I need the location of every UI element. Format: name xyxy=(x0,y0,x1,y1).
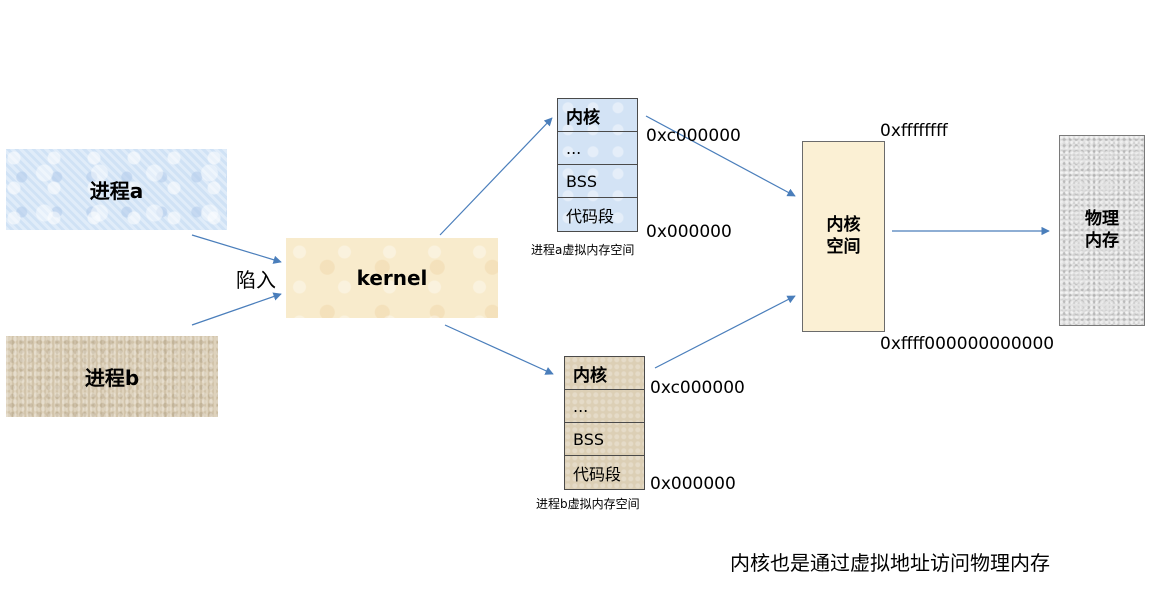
arrow-proc-a-to-kernel xyxy=(191,234,282,264)
vmem-a-addr-top: 0xc000000 xyxy=(646,126,741,146)
vmem-a-cell-ellipsis: ... xyxy=(558,132,637,165)
vmem-a-cell-bss: BSS xyxy=(558,165,637,198)
arrow-kernel-to-vmem-b xyxy=(444,324,554,375)
trap-label: 陷入 xyxy=(236,268,276,292)
vmem-a-addr-bottom: 0x000000 xyxy=(646,222,732,242)
process-a-box: 进程a xyxy=(6,149,227,230)
vmem-b-cell-bss: BSS xyxy=(565,423,644,456)
process-a-label: 进程a xyxy=(89,179,144,203)
process-b-box: 进程b xyxy=(6,336,218,417)
vmem-a-stack: 内核 ... BSS 代码段 xyxy=(557,98,638,232)
kernel-space-box: 内核 空间 xyxy=(802,141,885,332)
kernel-label: kernel xyxy=(356,266,428,290)
arrow-vmem-b-to-kernel-space xyxy=(654,295,796,369)
arrow-vmem-a-to-kernel-space xyxy=(645,115,796,197)
vmem-a-caption: 进程a虚拟内存空间 xyxy=(531,243,635,257)
arrow-proc-b-to-kernel xyxy=(191,292,282,326)
vmem-b-cell-code: 代码段 xyxy=(573,464,622,484)
vmem-b-cell-ellipsis: ... xyxy=(565,390,644,423)
kernel-space-label-line1: 内核 xyxy=(826,215,861,236)
kernel-space-addr-top: 0xffffffff xyxy=(880,121,948,141)
vmem-b-caption: 进程b虚拟内存空间 xyxy=(536,497,640,511)
physical-memory-label-line1: 物理 xyxy=(1085,209,1119,230)
arrow-kernel-to-vmem-a xyxy=(439,117,553,236)
kernel-space-label-line2: 空间 xyxy=(826,236,861,257)
vmem-b-addr-top: 0xc000000 xyxy=(650,378,745,398)
kernel-box: kernel xyxy=(286,238,498,318)
physical-memory-label-line2: 内存 xyxy=(1085,230,1119,251)
vmem-b-stack: 内核 ... BSS 代码段 xyxy=(564,356,645,490)
vmem-b-addr-bottom: 0x000000 xyxy=(650,474,736,494)
process-b-label: 进程b xyxy=(84,366,140,390)
diagram-caption: 内核也是通过虚拟地址访问物理内存 xyxy=(730,551,1050,575)
vmem-a-cell-kernel: 内核 xyxy=(558,99,637,132)
vmem-b-cell-kernel: 内核 xyxy=(565,357,644,390)
vmem-a-cell-code: 代码段 xyxy=(566,206,615,226)
physical-memory-box: 物理 内存 xyxy=(1059,135,1145,326)
kernel-space-addr-bottom: 0xffff000000000000 xyxy=(880,334,1055,354)
